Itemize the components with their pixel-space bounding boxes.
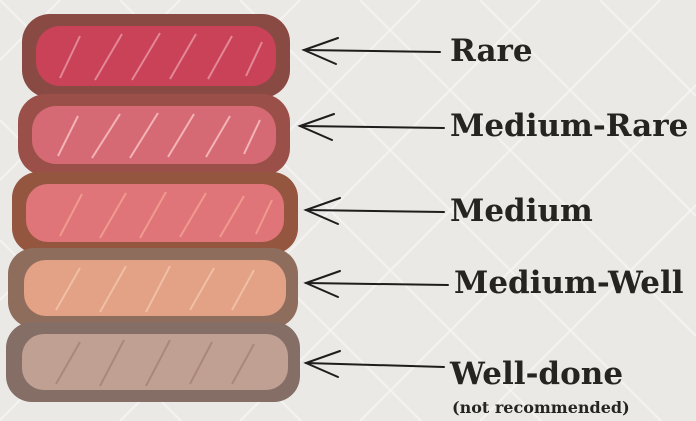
- label-medium: Medium: [450, 196, 593, 227]
- arrow-well-done: [306, 351, 444, 377]
- steak-slice-medium-rare: [18, 94, 290, 176]
- steak-slice-medium-well: [8, 248, 298, 328]
- well-done-note: (not recommended): [452, 400, 630, 416]
- steak-slice-well-done: [6, 322, 300, 402]
- steak-slice-medium: [12, 172, 298, 254]
- arrow-medium-well: [306, 271, 448, 297]
- steak-slice-rare: [22, 14, 290, 98]
- label-medium-rare: Medium-Rare: [450, 111, 688, 142]
- arrow-medium: [306, 198, 444, 224]
- label-medium-well: Medium-Well: [454, 268, 684, 299]
- label-rare: Rare: [450, 36, 533, 67]
- label-well-done: Well-done: [450, 359, 623, 390]
